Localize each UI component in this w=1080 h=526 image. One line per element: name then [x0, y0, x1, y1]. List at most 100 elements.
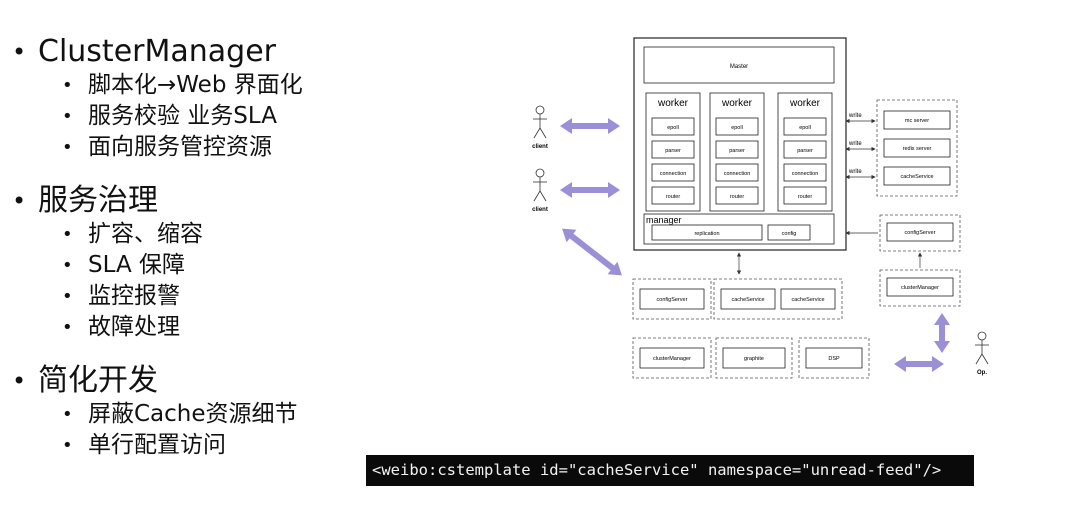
list-item: • 故障处理 [62, 312, 382, 343]
section-cluster-manager: • ClusterManager • 脚本化→Web 界面化 •服务校验 业务SLA… [12, 34, 382, 163]
section-title: •服务治理 [12, 183, 382, 219]
list-item-text: 监控报警 [88, 283, 180, 309]
module-box [783, 163, 827, 182]
server-box [883, 110, 951, 130]
bullet-icon: • [62, 75, 73, 96]
config-server-label: configServer [905, 230, 936, 236]
section-title: • ClusterManager [12, 34, 382, 70]
config-server-label: configServer [657, 297, 688, 303]
bullet-icon: • [62, 224, 73, 245]
module-box [715, 140, 759, 159]
list-item: •SLA 保障 [62, 250, 382, 281]
bullet-icon: • [62, 404, 73, 425]
write-label: write [848, 169, 862, 175]
config-server-group [879, 214, 961, 252]
module-label: parser [665, 148, 681, 154]
client-label: client [532, 207, 548, 213]
operator-arrow-icon [934, 313, 950, 353]
graphite-box [722, 347, 786, 369]
replication-label: replication [694, 231, 719, 237]
cluster-manager-group [879, 269, 961, 307]
worker-title: worker [789, 98, 821, 109]
replication-box [651, 224, 763, 241]
list-item: •服务校验 业务SLA [62, 101, 382, 132]
dsp-box [805, 347, 863, 369]
module-label: epoll [667, 125, 679, 131]
module-label: router [798, 194, 813, 200]
operator-icon [975, 331, 989, 365]
module-box [651, 117, 695, 136]
config-server-box [639, 288, 705, 310]
cluster-manager-box [639, 347, 705, 369]
module-box [651, 163, 695, 182]
bullet-icon: • [62, 255, 73, 276]
graphite-group [715, 337, 793, 379]
graphite-label: graphite [744, 356, 764, 362]
module-label: connection [660, 171, 687, 177]
cluster-manager-box [886, 277, 954, 297]
architecture-diagram: Master worker epoll parser connection ro… [520, 30, 1020, 400]
config-server-box [886, 222, 954, 242]
section-title-text: ClusterManager [38, 34, 276, 69]
code-snippet: <weibo:cstemplate id="cacheService" name… [366, 455, 974, 486]
config-server-group [632, 278, 712, 320]
bullet-icon: • [62, 286, 73, 307]
bullet-icon: • [62, 435, 73, 456]
list-item-text: 故障处理 [88, 314, 180, 340]
bullet-icon: • [12, 38, 27, 66]
bullet-icon: • [12, 187, 27, 215]
manager-label: manager [646, 215, 682, 225]
cache-service-box [720, 288, 776, 310]
server-label: mc server [905, 118, 929, 124]
worker-title: worker [657, 98, 689, 109]
module-box [715, 163, 759, 182]
write-label: write [848, 113, 862, 119]
module-box [715, 186, 759, 205]
section-title: •简化开发 [12, 363, 382, 399]
module-label: connection [792, 171, 819, 177]
config-label: config [782, 231, 797, 237]
config-box [767, 224, 811, 241]
module-box [715, 117, 759, 136]
dsp-label: DSP [828, 356, 840, 362]
module-label: epoll [799, 125, 811, 131]
client-label: client [532, 144, 548, 150]
list-item-text: 脚本化→Web 界面化 [88, 72, 303, 98]
list-item: • 脚本化→Web 界面化 [62, 70, 382, 101]
operator-label: Op. [977, 370, 987, 376]
client-arrow-icon [560, 118, 620, 134]
cache-service-box [780, 288, 836, 310]
server-label: cacheService [900, 174, 933, 180]
cluster-manager-label: clusterManager [901, 285, 939, 291]
worker-title: worker [721, 98, 753, 109]
module-label: parser [797, 148, 813, 154]
list-item: • 扩容、缩容 [62, 219, 382, 250]
cache-service-group [713, 278, 843, 320]
bullet-list: • ClusterManager • 脚本化→Web 界面化 •服务校验 业务SLA… [12, 34, 382, 481]
list-item-text: 屏蔽Cache资源细节 [88, 401, 298, 427]
module-label: epoll [731, 125, 743, 131]
module-label: parser [729, 148, 745, 154]
module-box [651, 186, 695, 205]
bullet-icon: • [62, 317, 73, 338]
list-item-text: 面向服务管控资源 [88, 134, 272, 160]
server-label: redis server [903, 146, 932, 152]
bullet-icon: • [62, 106, 73, 127]
master-box [643, 46, 835, 84]
client-icon [533, 105, 547, 139]
module-label: router [666, 194, 681, 200]
client-arrow-icon [562, 228, 622, 276]
operator-arrow-icon [894, 356, 944, 372]
module-box [783, 140, 827, 159]
module-box [651, 140, 695, 159]
module-label: router [730, 194, 745, 200]
list-item: •面向服务管控资源 [62, 132, 382, 163]
list-item: • 监控报警 [62, 281, 382, 312]
module-box [783, 117, 827, 136]
list-item-text: 扩容、缩容 [88, 221, 203, 247]
list-item: • 屏蔽Cache资源细节 [62, 399, 382, 430]
list-item-text: 单行配置访问 [88, 432, 226, 458]
module-box [783, 186, 827, 205]
section-simplify-dev: •简化开发 • 屏蔽Cache资源细节 • 单行配置访问 [12, 363, 382, 461]
server-box [883, 166, 951, 186]
